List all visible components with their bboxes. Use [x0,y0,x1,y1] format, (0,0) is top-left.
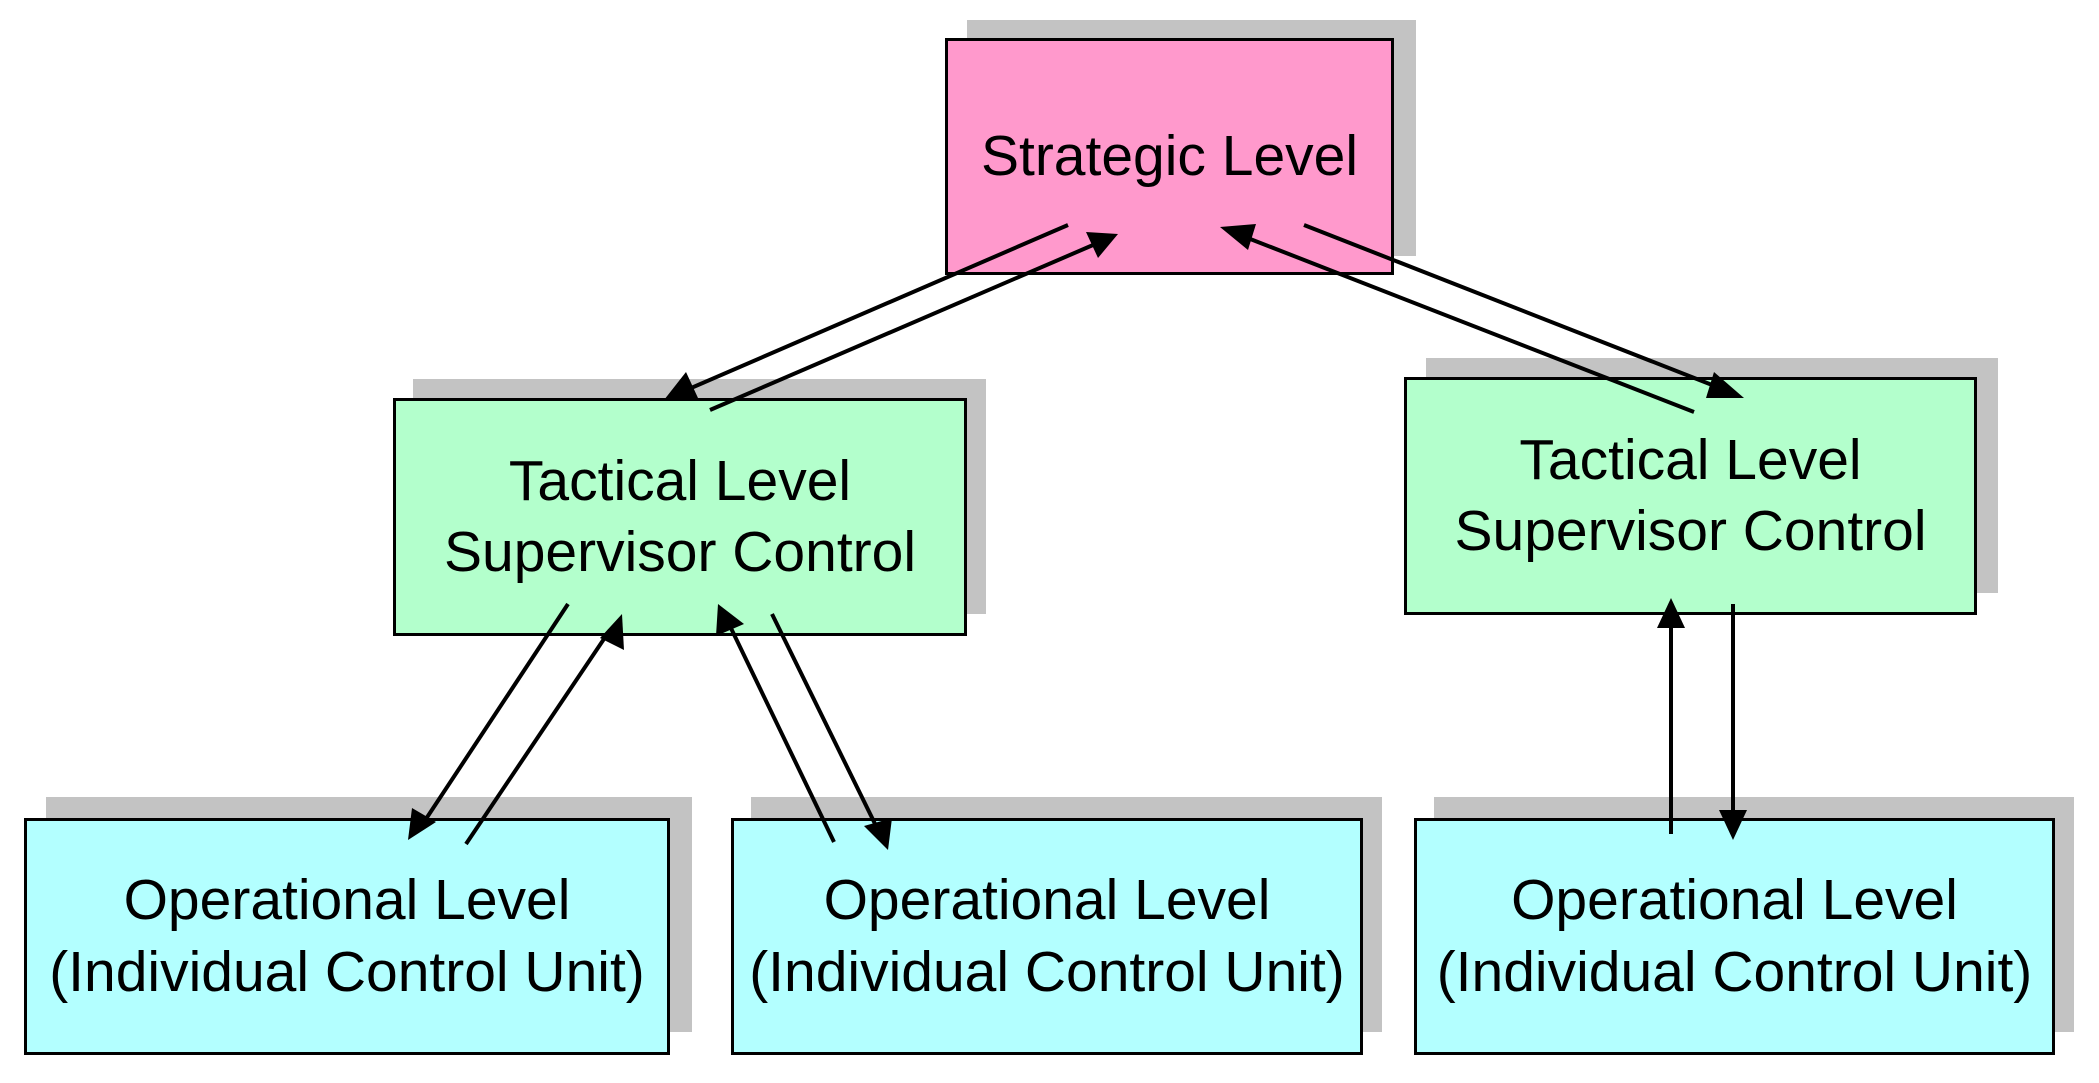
arrow-tactical-right-to-operational-3 [1719,604,1747,840]
strategic-level-label: Strategic Level [980,123,1359,188]
operational-2-line2: (Individual Control Unit) [749,939,1345,1004]
operational-1-line1: Operational Level [123,868,571,933]
operational-2-line1: Operational Level [823,868,1271,933]
strategic-level-box: Strategic Level [945,38,1394,275]
arrow-strategic-to-tactical-right [1303,223,1744,398]
arrow-tactical-left-to-operational-2 [770,613,892,850]
arrow-operational-3-to-tactical-right [1657,598,1685,834]
operational-3-line1: Operational Level [1511,868,1958,933]
tactical-right-line2: Supervisor Control [1454,499,1927,563]
operational-level-box-2: Operational Level (Individual Control Un… [731,818,1363,1055]
tactical-left-line2: Supervisor Control [443,520,917,584]
arrow-tactical-left-to-operational-1 [408,602,570,840]
operational-level-box-3: Operational Level (Individual Control Un… [1414,818,2055,1055]
tactical-right-line1: Tactical Level [1519,427,1862,492]
operational-1-line2: (Individual Control Unit) [49,939,645,1004]
arrow-operational-2-to-tactical-left [716,604,836,843]
operational-level-box-1: Operational Level (Individual Control Un… [24,818,670,1055]
arrow-tactical-right-to-strategic [1220,224,1695,414]
operational-3-line2: (Individual Control Unit) [1436,939,2033,1004]
arrow-strategic-to-tactical-left [664,223,1069,400]
tactical-level-box-left: Tactical Level Supervisor Control [393,398,967,636]
arrow-tactical-left-to-strategic [709,232,1118,412]
arrow-operational-1-to-tactical-left [464,614,624,846]
tactical-left-line1: Tactical Level [508,448,852,513]
